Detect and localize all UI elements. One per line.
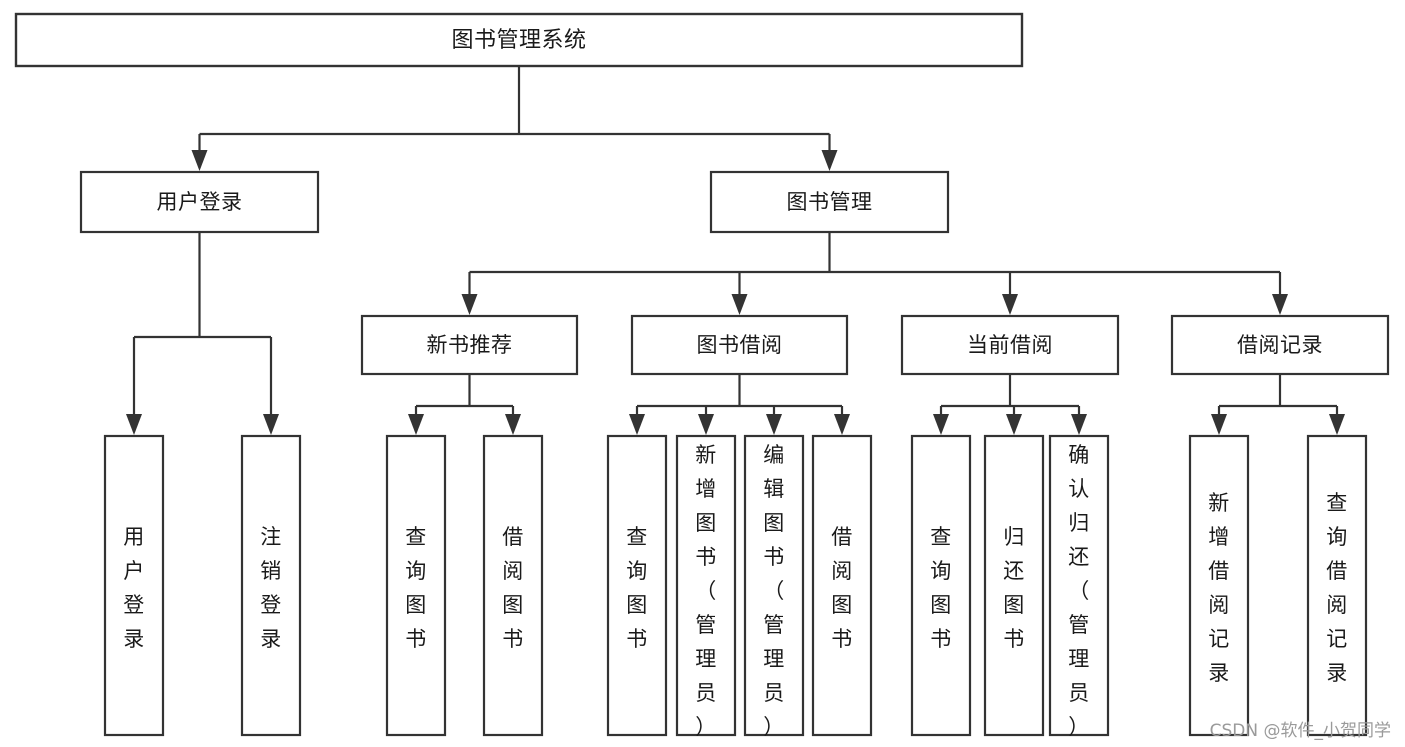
node-borrow-record[interactable]: 借阅记录 — [1170, 314, 1390, 376]
node-label-current-borrow: 当前借阅 — [967, 333, 1053, 357]
arrow-head-icon — [1006, 414, 1022, 435]
arrow-head-icon — [1211, 414, 1227, 435]
edges-layer — [126, 66, 1345, 435]
arrow-head-icon — [766, 414, 782, 435]
node-label-new-book: 新书推荐 — [427, 333, 513, 357]
node-leaf-logout[interactable]: 注销登录 — [240, 434, 302, 737]
node-label-leaf-cb-query: 查询图书 — [930, 525, 952, 651]
node-label-book-borrow: 图书借阅 — [697, 333, 783, 357]
node-label-leaf-bb-edit: 编辑图书（管理员） — [763, 443, 785, 739]
node-box-leaf-user-login[interactable] — [103, 434, 165, 737]
arrow-head-icon — [731, 294, 748, 315]
node-box-root[interactable] — [14, 12, 1024, 68]
node-leaf-user-login[interactable]: 用户登录 — [103, 434, 165, 737]
arrow-head-icon — [1272, 294, 1288, 315]
nodes-layer: 图书管理系统用户登录图书管理新书推荐图书借阅当前借阅借阅记录用户登录注销登录查询… — [14, 12, 1390, 739]
connector-group-root — [191, 66, 838, 171]
node-label-book-manage: 图书管理 — [787, 190, 873, 214]
arrow-head-icon — [1071, 414, 1087, 435]
arrow-head-icon — [461, 294, 478, 315]
node-box-leaf-nb-borrow[interactable] — [482, 434, 544, 737]
node-label-borrow-record: 借阅记录 — [1237, 333, 1323, 357]
node-leaf-cb-confirm[interactable]: 确认归还（管理员） — [1048, 434, 1110, 739]
arrow-head-icon — [834, 414, 850, 435]
arrow-head-icon — [821, 150, 838, 171]
node-new-book[interactable]: 新书推荐 — [360, 314, 579, 376]
node-label-leaf-nb-query: 查询图书 — [405, 525, 427, 651]
arrow-head-icon — [698, 414, 714, 435]
node-box-leaf-bb-edit[interactable] — [743, 434, 805, 737]
node-label-leaf-bb-query: 查询图书 — [626, 525, 648, 651]
node-leaf-br-query[interactable]: 查询借阅记录 — [1306, 434, 1368, 737]
node-box-leaf-bb-query[interactable] — [606, 434, 668, 737]
arrow-head-icon — [1329, 414, 1345, 435]
node-box-borrow-record[interactable] — [1170, 314, 1390, 376]
node-leaf-bb-add[interactable]: 新增图书（管理员） — [675, 434, 737, 739]
node-leaf-nb-borrow[interactable]: 借阅图书 — [482, 434, 544, 737]
node-label-leaf-logout: 注销登录 — [260, 525, 282, 651]
node-box-leaf-cb-query[interactable] — [910, 434, 972, 737]
connector-group-current-borrow — [933, 374, 1087, 435]
node-box-leaf-cb-return[interactable] — [983, 434, 1045, 737]
node-box-leaf-br-query[interactable] — [1306, 434, 1368, 737]
arrow-head-icon — [263, 414, 279, 435]
node-label-leaf-br-add: 新增借阅记录 — [1208, 491, 1230, 685]
node-label-leaf-bb-borrow: 借阅图书 — [831, 525, 853, 651]
arrow-head-icon — [191, 150, 208, 171]
node-box-book-manage[interactable] — [709, 170, 950, 234]
arrow-head-icon — [126, 414, 142, 435]
node-box-leaf-br-add[interactable] — [1188, 434, 1250, 737]
node-leaf-br-add[interactable]: 新增借阅记录 — [1188, 434, 1250, 737]
connector-group-book-borrow — [629, 374, 850, 435]
node-box-leaf-nb-query[interactable] — [385, 434, 447, 737]
node-leaf-cb-query[interactable]: 查询图书 — [910, 434, 972, 737]
arrow-head-icon — [629, 414, 645, 435]
node-label-leaf-bb-add: 新增图书（管理员） — [695, 443, 717, 739]
node-label-leaf-br-query: 查询借阅记录 — [1326, 491, 1348, 685]
connector-group-book-manage — [461, 232, 1288, 315]
node-user-login[interactable]: 用户登录 — [79, 170, 320, 234]
node-label-leaf-nb-borrow: 借阅图书 — [502, 525, 524, 651]
node-leaf-bb-borrow[interactable]: 借阅图书 — [811, 434, 873, 737]
node-leaf-cb-return[interactable]: 归还图书 — [983, 434, 1045, 737]
node-leaf-bb-query[interactable]: 查询图书 — [606, 434, 668, 737]
node-label-leaf-cb-confirm: 确认归还（管理员） — [1068, 443, 1090, 739]
node-current-borrow[interactable]: 当前借阅 — [900, 314, 1120, 376]
arrow-head-icon — [1002, 294, 1018, 315]
node-label-leaf-cb-return: 归还图书 — [1003, 525, 1025, 651]
node-box-user-login[interactable] — [79, 170, 320, 234]
node-label-root: 图书管理系统 — [451, 28, 586, 53]
csdn-watermark: CSDN @软件_小贺同学 — [1209, 721, 1391, 741]
node-box-leaf-logout[interactable] — [240, 434, 302, 737]
arrow-head-icon — [933, 414, 949, 435]
node-box-leaf-bb-borrow[interactable] — [811, 434, 873, 737]
node-box-leaf-cb-confirm[interactable] — [1048, 434, 1110, 737]
node-book-borrow[interactable]: 图书借阅 — [630, 314, 849, 376]
arrow-head-icon — [505, 414, 521, 435]
node-root[interactable]: 图书管理系统 — [14, 12, 1024, 68]
connector-group-new-book — [408, 374, 521, 435]
node-box-current-borrow[interactable] — [900, 314, 1120, 376]
node-label-leaf-user-login: 用户登录 — [123, 525, 145, 651]
node-box-new-book[interactable] — [360, 314, 579, 376]
node-label-user-login: 用户登录 — [157, 190, 243, 214]
connector-group-user-login — [126, 232, 279, 435]
node-book-manage[interactable]: 图书管理 — [709, 170, 950, 234]
connector-group-borrow-record — [1211, 374, 1345, 435]
node-leaf-nb-query[interactable]: 查询图书 — [385, 434, 447, 737]
node-box-book-borrow[interactable] — [630, 314, 849, 376]
arrow-head-icon — [408, 414, 424, 435]
node-leaf-bb-edit[interactable]: 编辑图书（管理员） — [743, 434, 805, 739]
node-box-leaf-bb-add[interactable] — [675, 434, 737, 737]
